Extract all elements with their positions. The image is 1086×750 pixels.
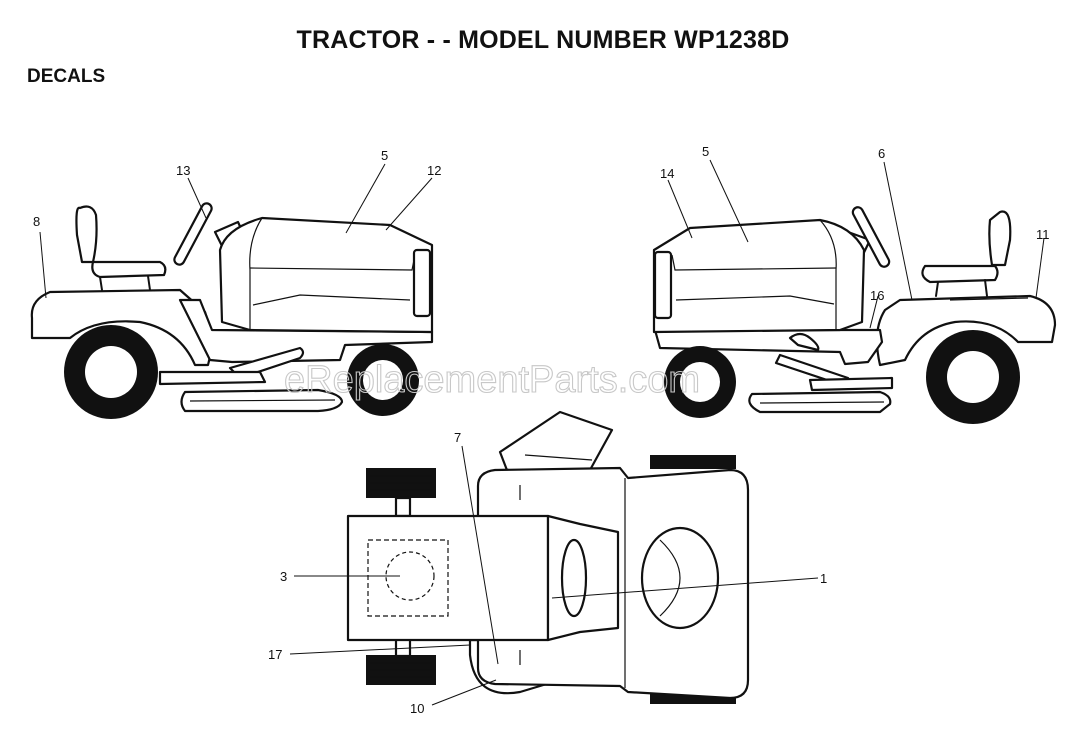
front-tire (664, 346, 736, 418)
watermark-text: eReplacementParts.com (284, 359, 700, 401)
hood (218, 216, 434, 334)
callout-11: 11 (1036, 227, 1050, 242)
callout-labels: 8 13 5 12 14 5 6 11 16 7 3 1 17 10 (33, 144, 1050, 716)
tractor-left-side-view (30, 202, 434, 419)
mower-deck (748, 390, 892, 414)
callout-5-right: 5 (702, 144, 709, 159)
hood (652, 218, 866, 334)
callout-17: 17 (268, 647, 282, 662)
front-tire (347, 344, 419, 416)
tractor-top-view (346, 410, 750, 704)
callout-16: 16 (870, 288, 884, 303)
tractor-right-side-view (652, 206, 1057, 424)
rear-tire (64, 325, 158, 419)
callout-5-left: 5 (381, 148, 388, 163)
callout-14: 14 (660, 166, 674, 181)
seat (75, 205, 167, 291)
front-tire-top (650, 455, 736, 469)
callout-10: 10 (410, 701, 424, 716)
callout-12: 12 (427, 163, 441, 178)
section-heading: DECALS (27, 66, 106, 87)
seat (921, 210, 1012, 297)
callout-leaders (39, 159, 1045, 706)
rear-fender (30, 288, 212, 367)
frame-rail (653, 328, 894, 392)
rear-tire-bottom (366, 636, 436, 685)
mower-deck (180, 388, 344, 413)
callout-13: 13 (176, 163, 190, 178)
rear-tire (926, 330, 1020, 424)
callout-1: 1 (820, 571, 827, 586)
callout-6: 6 (878, 146, 885, 161)
callout-8: 8 (33, 214, 40, 229)
seat-pan (346, 514, 620, 642)
diagram-title: TRACTOR - - MODEL NUMBER WP1238D (296, 26, 790, 54)
rear-tire-top (366, 468, 436, 518)
callout-7: 7 (454, 430, 461, 445)
callout-3: 3 (280, 569, 287, 584)
